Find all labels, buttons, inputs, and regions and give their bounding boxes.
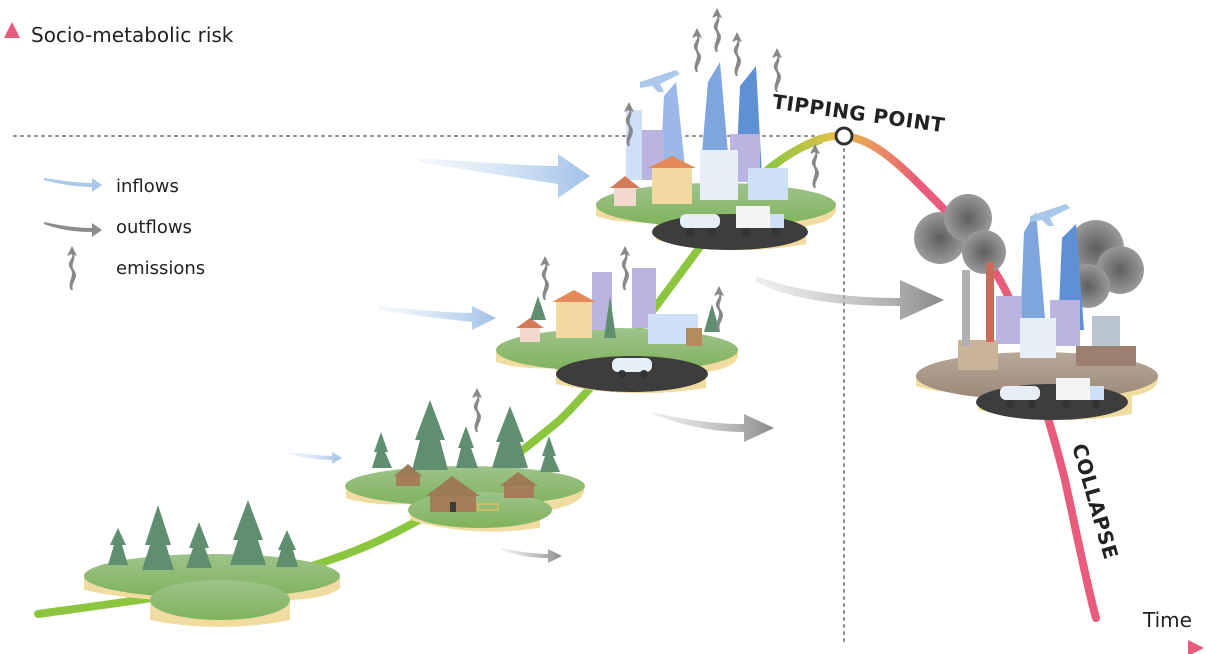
outflow-arrow-village <box>502 548 562 563</box>
x-axis-arrowhead <box>1188 640 1204 654</box>
legend-outflow-arrow-icon <box>44 222 102 237</box>
outflow-arrows <box>502 276 944 563</box>
y-axis <box>4 22 20 648</box>
town-car <box>612 358 652 378</box>
y-axis-arrowhead <box>4 22 20 38</box>
legend-outflows-label: outflows <box>116 217 192 238</box>
y-axis-title: Socio-metabolic risk <box>31 23 234 47</box>
stage-collapsed-city-island <box>914 194 1158 421</box>
inflow-arrow-village <box>288 452 342 464</box>
emission-arrow-village <box>472 388 482 432</box>
stage-forest-island <box>84 500 340 627</box>
village-huts <box>394 464 538 512</box>
city-vehicles <box>680 206 784 236</box>
legend-emissions-label: emissions <box>116 258 205 279</box>
tipping-point-marker <box>834 126 854 146</box>
stage-town-island <box>496 268 738 394</box>
tipping-point-label: TIPPING POINT <box>771 89 947 137</box>
inflow-arrow-city <box>418 154 590 198</box>
emission-arrow-city-6 <box>810 144 820 188</box>
emission-arrow-city-4 <box>772 48 782 92</box>
airplane-icon <box>640 70 680 92</box>
forest-trees <box>108 500 298 570</box>
legend-inflows-label: inflows <box>116 176 179 197</box>
legend-emission-arrow-icon <box>67 246 77 290</box>
emission-arrow-town-3 <box>714 286 724 330</box>
emission-arrow-city-5 <box>624 102 634 146</box>
emission-arrow-city-3 <box>732 32 742 76</box>
legend: inflows outflows emissions <box>44 176 205 290</box>
collapsed-city-vehicles <box>1000 378 1104 408</box>
stage-village-island <box>345 400 585 532</box>
emission-arrow-town-2 <box>620 246 630 290</box>
city-houses <box>610 150 788 206</box>
town-buildings <box>516 268 720 346</box>
emission-arrow-city-2 <box>712 8 722 52</box>
emission-arrow-city-1 <box>692 28 702 72</box>
outflow-arrow-town <box>652 412 774 442</box>
collapsed-city-buildings <box>958 212 1136 370</box>
emission-arrows <box>472 8 820 432</box>
collapsed-city-airplane-icon <box>1030 204 1070 226</box>
legend-inflow-arrow-icon <box>44 178 102 192</box>
stage-city-island <box>596 62 836 251</box>
x-axis-title: Time <box>1142 608 1192 632</box>
inflow-arrows <box>288 154 590 464</box>
outflow-arrow-city <box>756 276 944 320</box>
x-axis <box>12 640 1204 654</box>
emission-arrow-town-1 <box>540 256 550 300</box>
village-trees <box>372 400 560 472</box>
inflow-arrow-town <box>378 306 496 330</box>
